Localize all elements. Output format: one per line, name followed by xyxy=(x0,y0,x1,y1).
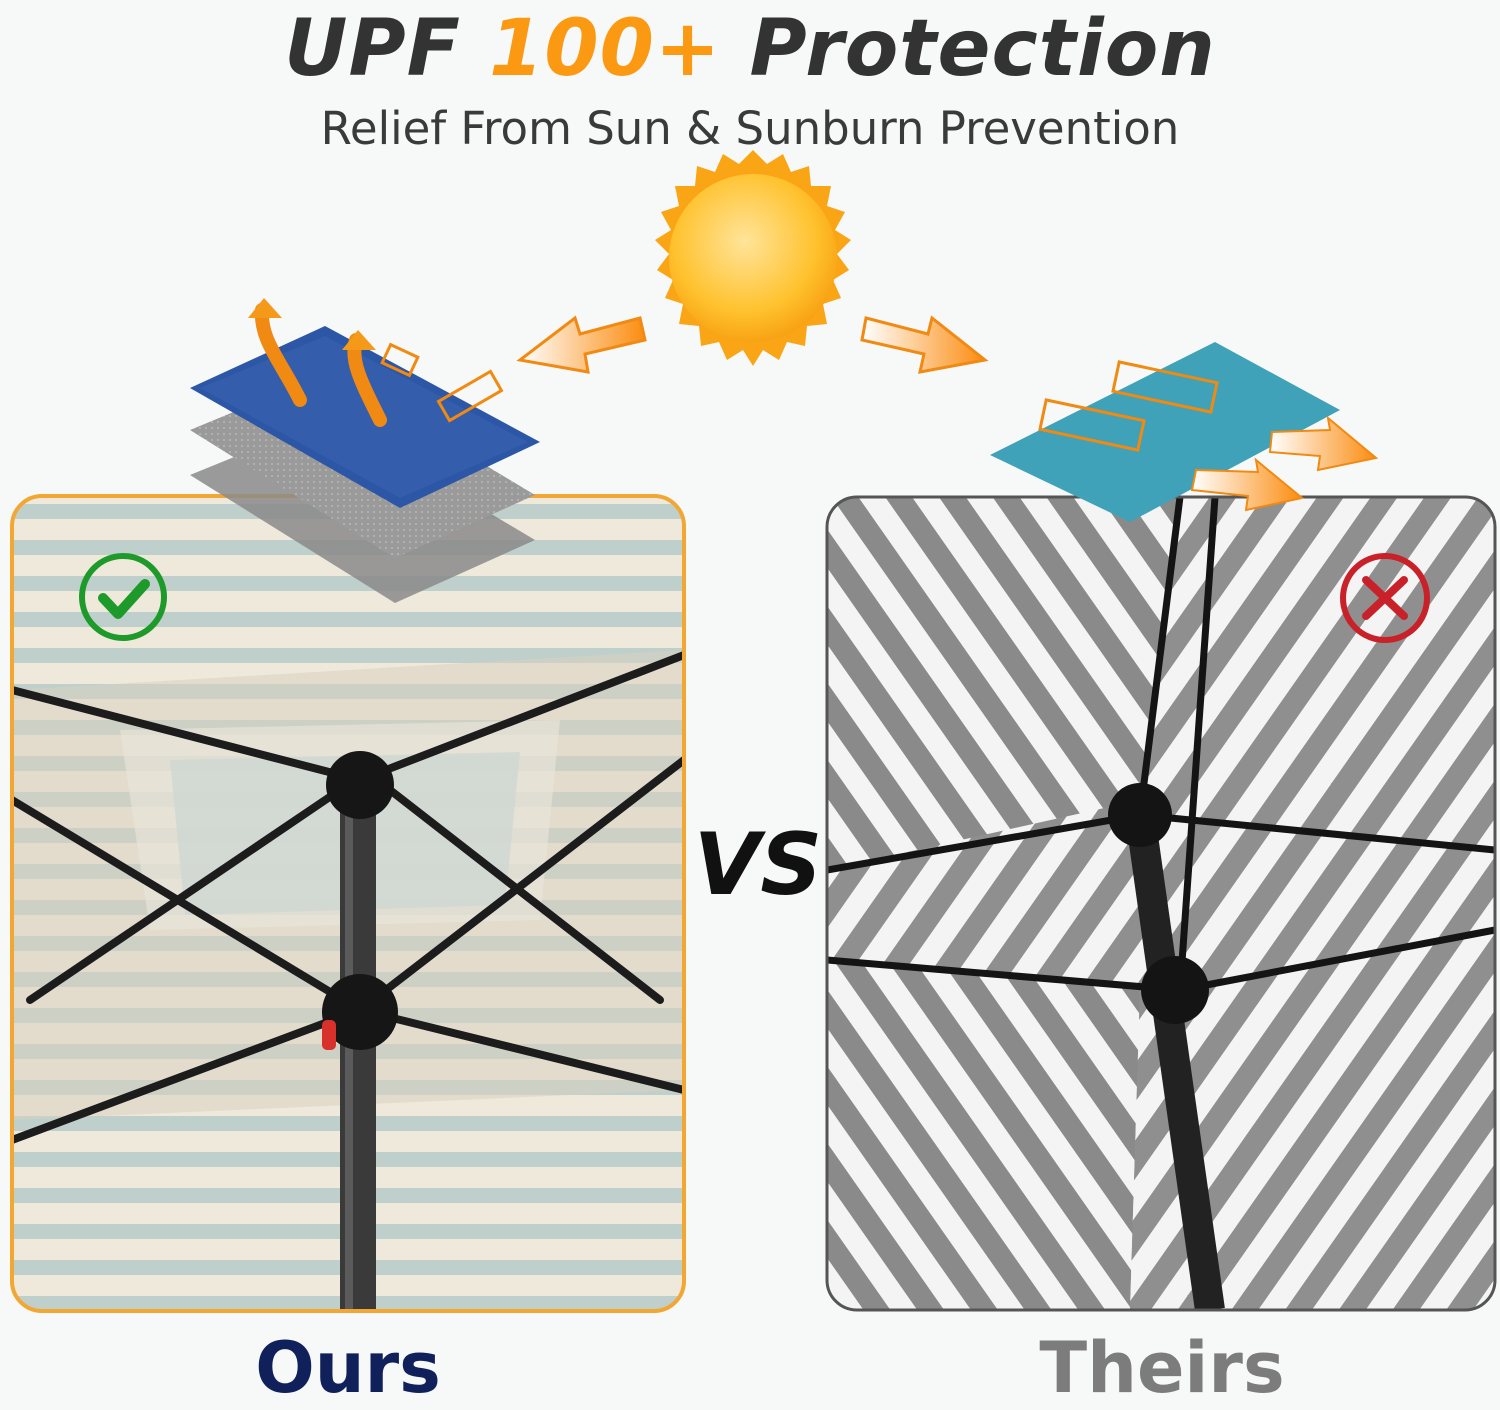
vs-label: VS xyxy=(693,815,823,915)
headline-suffix: Protection xyxy=(749,4,1216,94)
arrow-icon xyxy=(516,315,647,374)
check-icon xyxy=(79,553,167,641)
ours-umbrella-photo xyxy=(12,496,684,1311)
headline-prefix: UPF xyxy=(284,4,461,94)
ours-fabric-layers xyxy=(190,298,540,603)
sun-icon xyxy=(655,150,851,366)
headline-accent: 100+ xyxy=(489,4,722,94)
arrow-icon xyxy=(860,315,989,374)
headline: UPF 100+ Protection xyxy=(0,4,1500,94)
ours-caption: Ours xyxy=(255,1327,441,1409)
theirs-umbrella-photo xyxy=(827,497,1495,1310)
theirs-fabric xyxy=(990,342,1379,522)
cross-icon xyxy=(1340,553,1430,643)
subtitle: Relief From Sun & Sunburn Prevention xyxy=(320,102,1180,155)
theirs-caption: Theirs xyxy=(1039,1327,1285,1409)
